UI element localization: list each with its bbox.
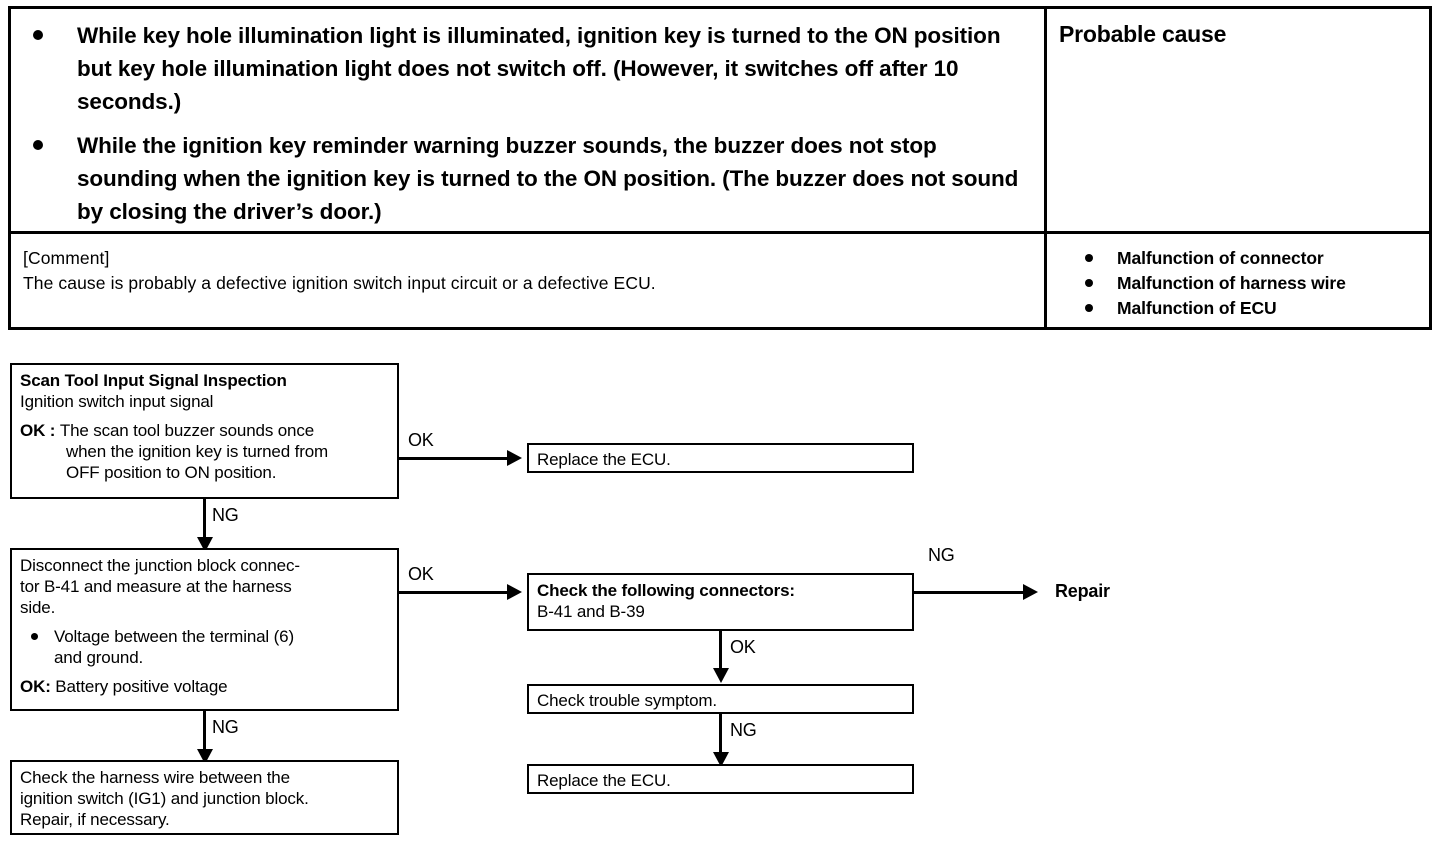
connector-line-scan-ok	[399, 457, 509, 460]
connector-line-disconnect-ok	[399, 591, 509, 594]
probable-cause-list-cell: Malfunction of connector Malfunction of …	[1047, 234, 1429, 327]
probable-cause-label: Malfunction of ECU	[1117, 298, 1277, 319]
probable-cause-title: Probable cause	[1059, 21, 1227, 47]
connector-line-connectors-ng	[912, 591, 1025, 594]
symptom-line: While key hole illumination light is ill…	[77, 23, 726, 48]
check-harness-line: ignition switch (IG1) and junction block…	[20, 789, 309, 809]
disconnect-line: side.	[20, 598, 56, 618]
edge-label-disconnect-ng: NG	[212, 717, 239, 737]
symptom-line: turned to the ON position but key hole i…	[77, 23, 1001, 82]
diagnostic-flowchart: Scan Tool Input Signal Inspection Igniti…	[0, 340, 1440, 848]
connector-line-disconnect-ng	[203, 711, 206, 755]
flow-box-replace-ecu-top: Replace the ECU.	[527, 443, 914, 473]
symptom-list: While key hole illumination light is ill…	[11, 9, 1044, 228]
edge-label-scan-ok: OK	[408, 430, 434, 450]
symptom-probable-cause-table: While key hole illumination light is ill…	[8, 6, 1432, 330]
connector-line-trouble-ng	[719, 714, 722, 758]
bullet-icon	[31, 633, 38, 641]
check-connectors-title: Check the following connectors:	[537, 581, 795, 600]
flow-box-check-trouble-symptom: Check trouble symptom.	[527, 684, 914, 714]
symptom-item: While the ignition key reminder warning …	[27, 129, 1036, 228]
ok-text: Battery positive voltage	[55, 677, 228, 697]
spacer	[20, 412, 390, 420]
disconnect-bullet-line: and ground.	[54, 648, 144, 668]
flow-box-disconnect-junction: Disconnect the junction block connec- to…	[10, 548, 399, 711]
bullet-icon	[1085, 279, 1093, 288]
comment-row: [Comment] The cause is probably a defect…	[11, 231, 1429, 327]
check-trouble-label: Check trouble symptom.	[537, 691, 717, 710]
arrow-down-icon	[713, 668, 729, 683]
replace-ecu-label: Replace the ECU.	[537, 771, 671, 790]
disconnect-ok-line: OK: Battery positive voltage	[20, 676, 390, 697]
bullet-icon	[1085, 304, 1093, 313]
check-connectors-detail: B-41 and B-39	[537, 602, 645, 622]
flow-box-scan-tool-inspection: Scan Tool Input Signal Inspection Igniti…	[10, 363, 399, 499]
ok-label: OK:	[20, 677, 51, 697]
symptom-row: While key hole illumination light is ill…	[11, 9, 1429, 231]
disconnect-bullet: Voltage between the terminal (6) and gro…	[20, 626, 390, 668]
symptom-line: position. (The buzzer does not sound by …	[77, 166, 1019, 225]
arrow-down-icon	[713, 752, 729, 767]
connector-line-scan-ng	[203, 499, 206, 543]
replace-ecu-label: Replace the ECU.	[537, 450, 671, 469]
check-harness-line: Repair, if necessary.	[20, 810, 170, 830]
check-harness-line: Check the harness wire between the	[20, 768, 290, 787]
symptom-line: While the ignition key reminder warning …	[77, 133, 785, 159]
bullet-icon	[33, 140, 43, 151]
terminal-label-repair: Repair	[1055, 581, 1110, 601]
comment-text: The cause is probably a defective igniti…	[23, 273, 656, 294]
edge-label-connectors-ok: OK	[730, 637, 756, 657]
edge-label-connectors-ng: NG	[928, 545, 955, 565]
disconnect-line: tor B-41 and measure at the harness	[20, 577, 292, 597]
probable-cause-list: Malfunction of connector Malfunction of …	[1047, 234, 1429, 321]
disconnect-bullet-line: Voltage between the terminal (6)	[54, 627, 294, 647]
spacer	[20, 618, 390, 626]
connector-line-connectors-ok	[719, 631, 722, 674]
disconnect-line: Disconnect the junction block connec-	[20, 556, 300, 575]
scan-tool-title: Scan Tool Input Signal Inspection	[20, 371, 287, 390]
probable-cause-label: Malfunction of harness wire	[1117, 273, 1346, 294]
flow-box-check-harness-wire: Check the harness wire between the ignit…	[10, 760, 399, 835]
edge-label-trouble-ng: NG	[730, 720, 757, 740]
scan-tool-subtitle: Ignition switch input signal	[20, 392, 214, 412]
symptom-item: While key hole illumination light is ill…	[27, 19, 1036, 118]
comment-cell: [Comment] The cause is probably a defect…	[11, 234, 1047, 327]
scan-tool-ok-line: OK : The scan tool buzzer sounds once	[20, 420, 390, 441]
spacer	[20, 668, 390, 676]
arrow-right-icon	[507, 584, 522, 600]
probable-cause-item: Malfunction of ECU	[1085, 296, 1423, 321]
ok-label: OK :	[20, 421, 56, 441]
comment-block: [Comment] The cause is probably a defect…	[11, 234, 1044, 297]
bullet-icon	[33, 30, 43, 40]
bullet-icon	[1085, 254, 1093, 262]
probable-cause-item: Malfunction of harness wire	[1085, 271, 1423, 296]
arrow-right-icon	[1023, 584, 1038, 600]
symptom-line: does not stop sounding when the ignition…	[77, 133, 937, 192]
symptom-cell: While key hole illumination light is ill…	[11, 9, 1047, 231]
scan-tool-ok-line: when the ignition key is turned from	[66, 442, 329, 462]
symptom-line: switch off. (However, it switches off af…	[77, 56, 959, 115]
ok-text: The scan tool buzzer sounds once	[59, 421, 315, 441]
edge-label-disconnect-ok: OK	[408, 564, 434, 584]
flow-box-replace-ecu-bottom: Replace the ECU.	[527, 764, 914, 794]
scan-tool-ok-line: OFF position to ON position.	[66, 463, 277, 483]
probable-cause-item: Malfunction of connector	[1085, 246, 1423, 271]
probable-cause-header-cell: Probable cause	[1047, 9, 1429, 231]
arrow-right-icon	[507, 450, 522, 466]
probable-cause-label: Malfunction of connector	[1117, 248, 1324, 268]
edge-label-scan-ng: NG	[212, 505, 239, 525]
comment-label: [Comment]	[23, 248, 110, 268]
flow-box-check-connectors: Check the following connectors: B-41 and…	[527, 573, 914, 631]
